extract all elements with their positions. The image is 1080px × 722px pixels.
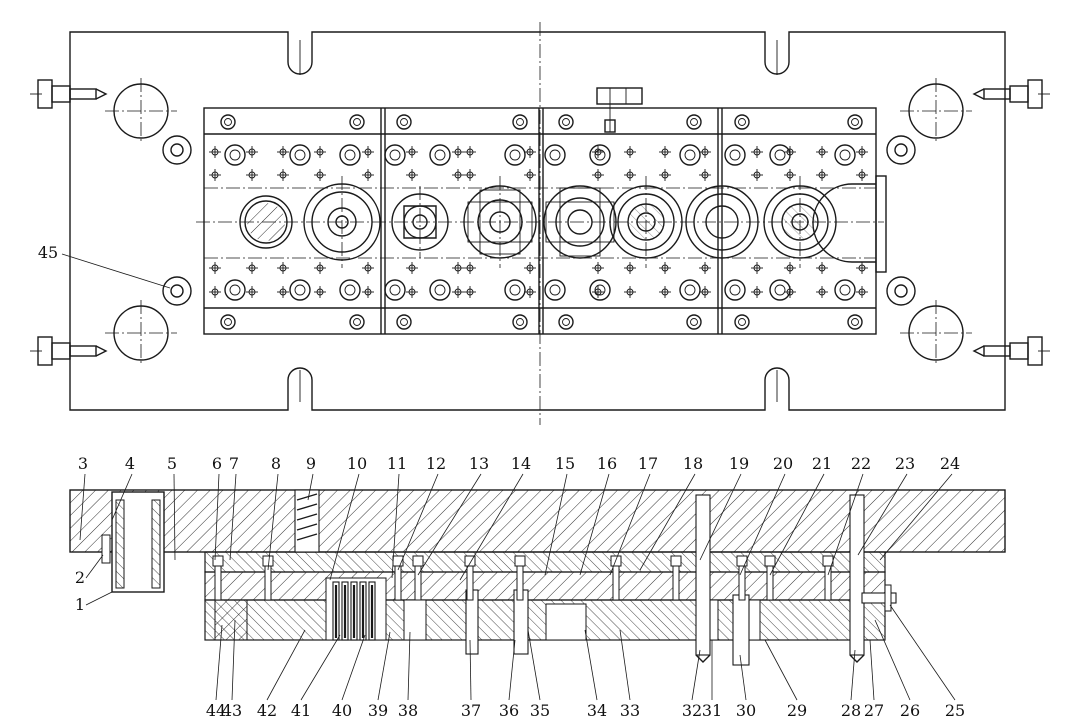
- part-label-40: 40: [332, 701, 352, 720]
- part-label-5: 5: [167, 454, 177, 473]
- part-label-41: 41: [291, 701, 311, 720]
- section-screws: [212, 555, 834, 601]
- part-label-29: 29: [787, 701, 807, 720]
- part-label-22: 22: [851, 454, 871, 473]
- part-label-19: 19: [729, 454, 749, 473]
- leader-lines: [61, 253, 956, 701]
- part-label-39: 39: [368, 701, 388, 720]
- screw-holes: [209, 114, 868, 330]
- top-sensor-block: [596, 87, 643, 133]
- die-plate: [204, 599, 886, 641]
- part-label-3: 3: [78, 454, 88, 473]
- plan-view: [30, 22, 1050, 425]
- part-label-13: 13: [469, 454, 489, 473]
- stripper-plate: [204, 571, 886, 601]
- part-label-26: 26: [900, 701, 920, 720]
- part-label-8: 8: [271, 454, 281, 473]
- part-label-7: 7: [229, 454, 239, 473]
- part-label-6: 6: [212, 454, 222, 473]
- part-label-21: 21: [812, 454, 832, 473]
- part-label-25: 25: [945, 701, 965, 720]
- part-label-2: 2: [75, 568, 85, 587]
- locating-pins: [162, 135, 916, 306]
- spring: [294, 489, 320, 553]
- backing-plate: [204, 551, 886, 573]
- part-label-9: 9: [306, 454, 316, 473]
- part-label-30: 30: [736, 701, 756, 720]
- part-label-37: 37: [461, 701, 481, 720]
- part-label-36: 36: [499, 701, 519, 720]
- guide-pillar-bores: [105, 78, 972, 366]
- part-label-43: 43: [222, 701, 242, 720]
- section-view: [69, 489, 1006, 666]
- part-label-28: 28: [841, 701, 861, 720]
- part-label-4: 4: [125, 454, 135, 473]
- part-label-24: 24: [940, 454, 960, 473]
- part-label-17: 17: [638, 454, 658, 473]
- part-label-23: 23: [895, 454, 915, 473]
- part-label-27: 27: [864, 701, 884, 720]
- part-label-15: 15: [555, 454, 575, 473]
- part-label-10: 10: [347, 454, 367, 473]
- part-label-32: 32: [682, 701, 702, 720]
- part-label-42: 42: [257, 701, 277, 720]
- part-label-1: 1: [75, 595, 85, 614]
- station-circles: [239, 176, 837, 268]
- part-label-35: 35: [530, 701, 550, 720]
- part-label-33: 33: [620, 701, 640, 720]
- part-label-31: 31: [702, 701, 722, 720]
- part-label-38: 38: [398, 701, 418, 720]
- part-label-34: 34: [587, 701, 607, 720]
- part-label-45: 45: [38, 243, 58, 262]
- lower-die-plate-outline: [69, 31, 1006, 411]
- upper-die-plate: [69, 489, 1006, 553]
- part-label-44: 44: [206, 701, 226, 720]
- part-label-20: 20: [773, 454, 793, 473]
- part-label-11: 11: [387, 454, 407, 473]
- part-label-14: 14: [511, 454, 531, 473]
- part-label-12: 12: [426, 454, 446, 473]
- part-label-18: 18: [683, 454, 703, 473]
- part-label-16: 16: [597, 454, 617, 473]
- side-clamps: [30, 79, 1050, 366]
